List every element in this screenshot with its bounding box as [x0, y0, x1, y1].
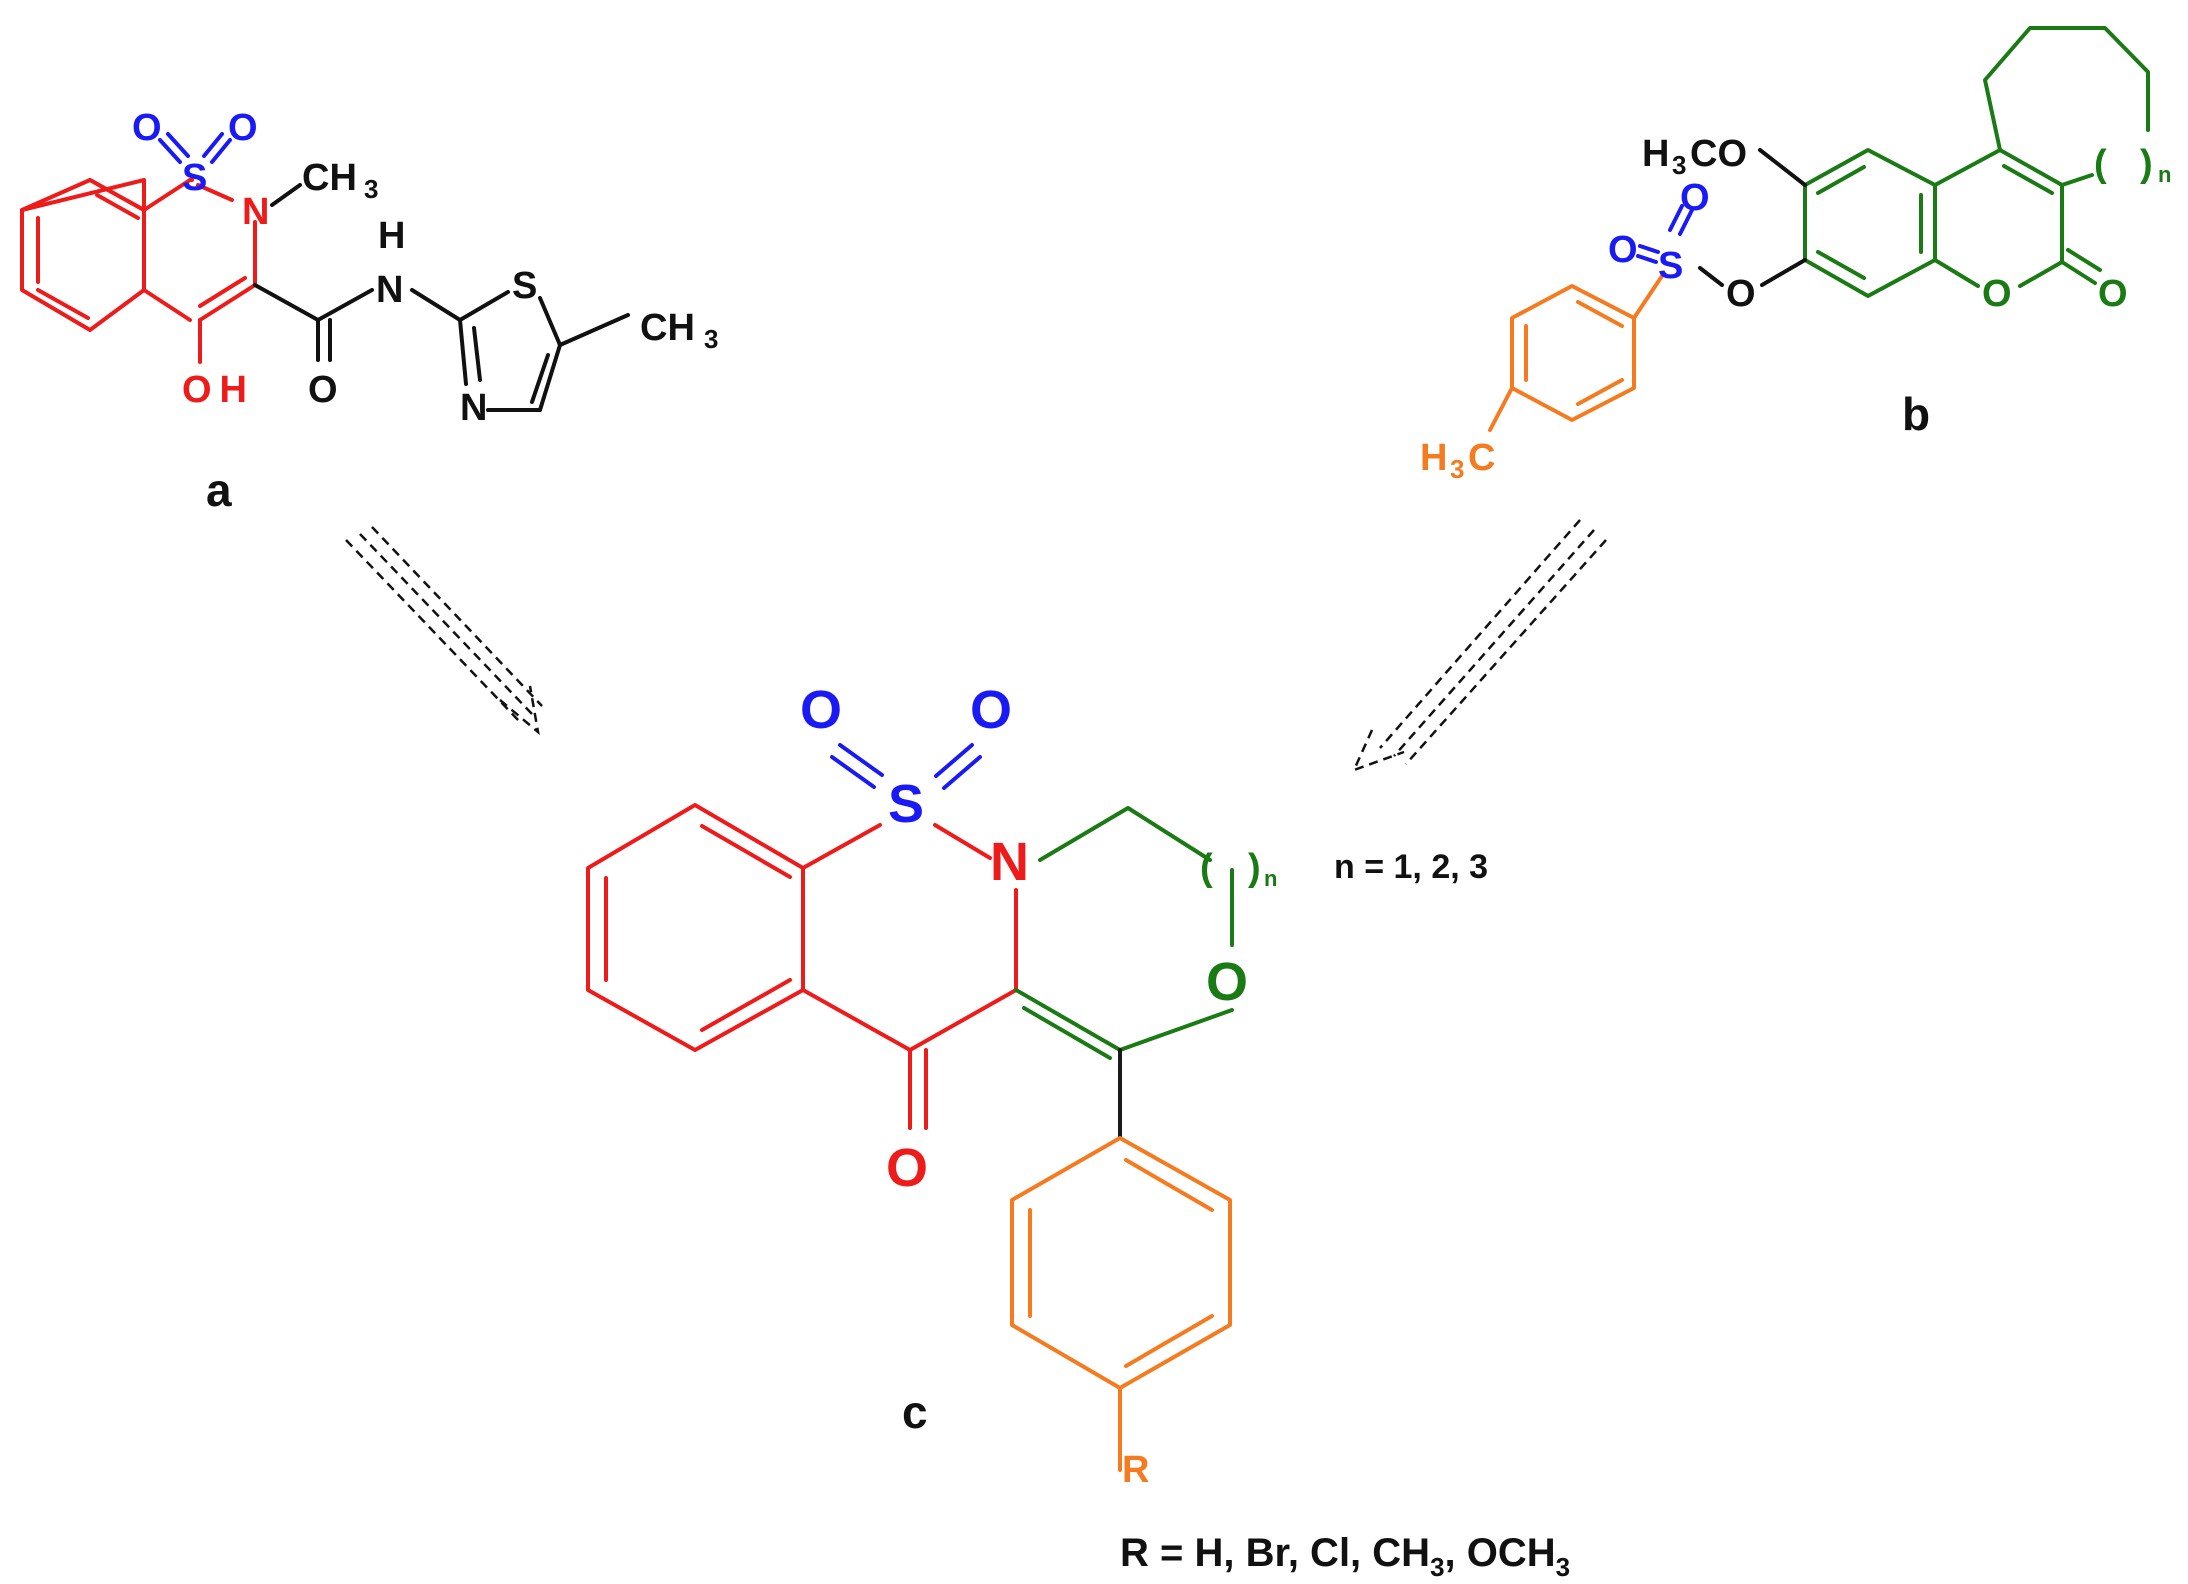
compound-c-label: c: [902, 1386, 928, 1438]
compound-a-ch3-sub: 3: [364, 174, 378, 204]
compound-b-tolyl-sub: 3: [1450, 454, 1464, 484]
compound-b-paren-close: ): [2140, 143, 2153, 185]
compound-b-ring-o: O: [1982, 273, 2012, 315]
compound-c-ring-n: N: [990, 832, 1029, 892]
compound-c-thiazine-ring: [801, 823, 1018, 1130]
compound-a-atom-o2: O: [228, 107, 258, 149]
compound-c-carbonyl-o: O: [886, 1138, 928, 1198]
compound-b-benzo-ring: [1803, 148, 1937, 298]
compound-b-n-subscript: n: [2158, 162, 2171, 187]
compound-a-sulfonyl-bonds: [158, 132, 232, 164]
compound-c-paren-close: ): [1248, 847, 1261, 889]
compound-b-paren-open: (: [2094, 143, 2107, 185]
compound-b-cycloalkane-ring: [1983, 26, 2150, 187]
compound-c-r-group: R: [1122, 1449, 1149, 1491]
compound-a-thiazole-n: N: [460, 387, 487, 429]
compound-a-ch3b-c: CH: [640, 307, 695, 349]
r-values-sub-2: 3: [1556, 1552, 1570, 1582]
compound-b-ester-o: O: [1726, 273, 1756, 315]
compound-c-aryl-ring: [1010, 1136, 1232, 1472]
compound-b-methoxy-h: H: [1642, 133, 1669, 175]
compound-c-r-values: R = H, Br, Cl, CH3, OCH3: [1120, 1531, 1570, 1582]
compound-a-amide-n: N: [376, 269, 403, 311]
compound-b-tolyl-h: H: [1420, 437, 1447, 479]
compound-c-benzene-ring: [586, 803, 805, 1052]
compound-a-atom-o1: O: [132, 107, 162, 149]
retrosynthesis-arrow-left: [345, 526, 543, 736]
compound-b-label: b: [1902, 388, 1930, 440]
r-values-sub-1: 3: [1430, 1552, 1444, 1582]
r-values-prefix: R = H, Br, Cl, CH: [1120, 1531, 1430, 1575]
compound-c-n-values: n = 1, 2, 3: [1334, 848, 1488, 886]
retrosynthesis-arrow-right: [1351, 519, 1607, 773]
r-values-mid: , OCH: [1445, 1531, 1556, 1575]
compound-c: O O S N O O R ( ) n n = 1, 2, 3 c R = H,…: [586, 680, 1570, 1582]
compound-a: O O S N CH 3 OH O N H S N CH 3 a: [20, 107, 718, 516]
compound-b-carbonyl-o: O: [2098, 273, 2128, 315]
compound-a-benzene-ring: [20, 178, 192, 332]
compound-b-substituent-bonds: [1698, 148, 1807, 287]
compound-c-sulfonyl-o1: O: [800, 680, 842, 740]
compound-b-sulfonyl-s: S: [1658, 245, 1683, 287]
compound-c-paren-open: (: [1200, 847, 1213, 889]
compound-c-n-subscript: n: [1264, 866, 1277, 891]
compound-b-tolyl-c: C: [1468, 437, 1495, 479]
compound-a-label: a: [206, 464, 232, 516]
compound-a-thiazole-ring: [458, 290, 630, 412]
compound-c-sulfonyl-bonds: [830, 743, 982, 790]
compound-c-sulfonyl-s: S: [888, 774, 924, 834]
compound-b-lactone-ring: [1933, 148, 2102, 288]
compound-a-thiazole-s: S: [512, 265, 537, 307]
compound-c-oxacycle-ring: [1014, 806, 1234, 1060]
compound-a-side-chain: [253, 183, 462, 362]
compound-b-methoxy-sub: 3: [1672, 150, 1686, 180]
compound-b-methoxy-co: CO: [1690, 133, 1747, 175]
compound-b-tolyl-ring: [1488, 274, 1664, 432]
compound-c-ring-o: O: [1206, 952, 1248, 1012]
compound-a-amide-h: H: [378, 215, 405, 257]
compound-a-amide-o: O: [308, 369, 338, 411]
compound-b-sulfonyl-o1: O: [1680, 177, 1710, 219]
compound-a-ch3-c: CH: [302, 157, 357, 199]
compound-a-hydroxyl: OH: [182, 369, 255, 411]
compound-b: H 3 CO O O O S O O H 3 C ( ) n b: [1420, 26, 2171, 484]
compound-a-thiazine-ring: [188, 178, 257, 364]
compound-a-atom-s: S: [182, 157, 207, 199]
compound-c-sulfonyl-o2: O: [970, 680, 1012, 740]
compound-b-sulfonyl-o2: O: [1608, 229, 1638, 271]
compound-a-ch3b-sub: 3: [704, 324, 718, 354]
compound-a-atom-n: N: [242, 191, 269, 233]
compound-b-sulfonyl-bonds: [1636, 204, 1694, 264]
